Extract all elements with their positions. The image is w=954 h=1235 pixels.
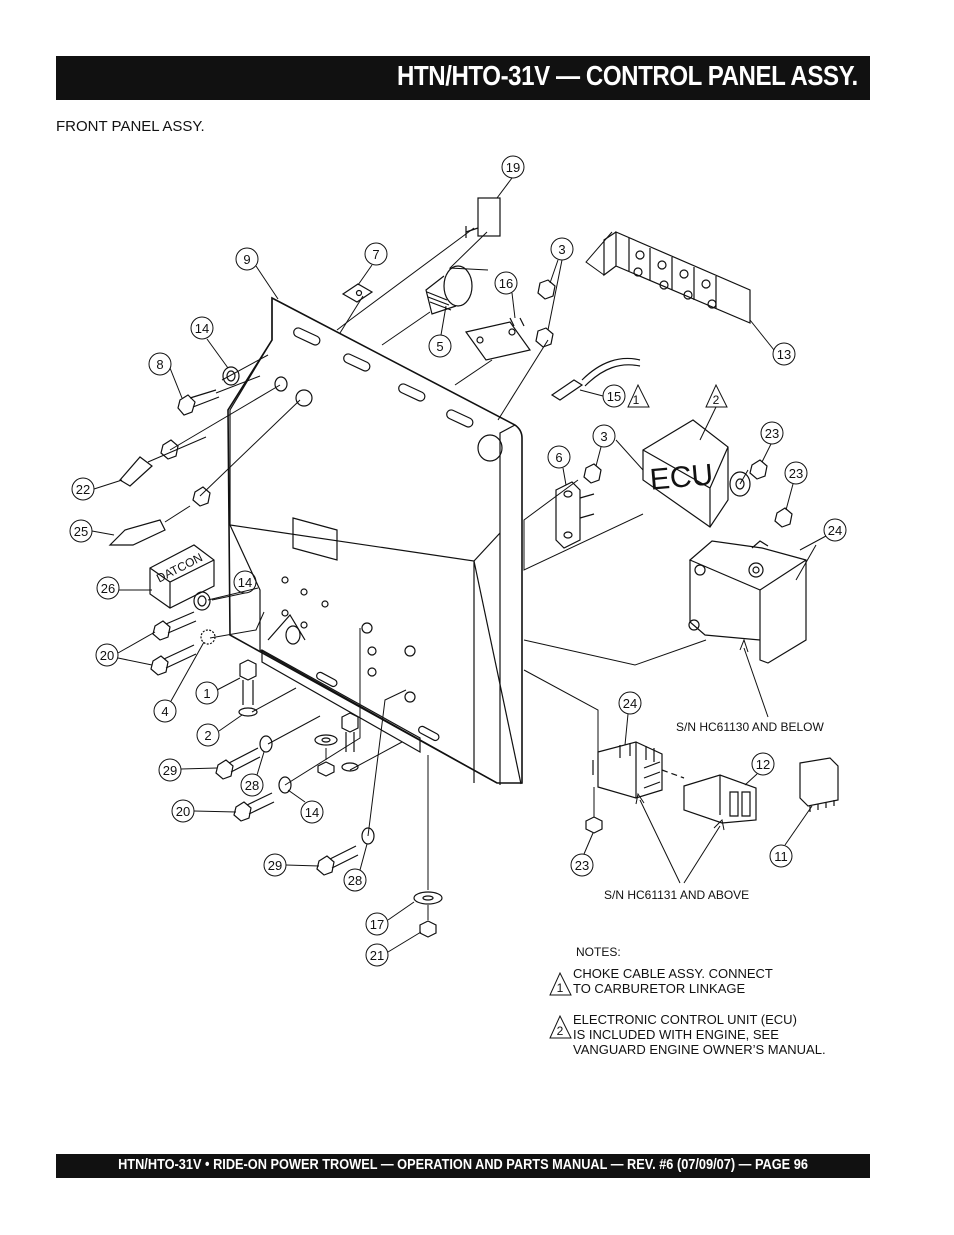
note-1-line-2: TO CARBURETOR LINKAGE xyxy=(573,981,745,996)
callout-25: 25 xyxy=(74,524,88,539)
callout-28-lower: 28 xyxy=(348,873,362,888)
section-subtitle: FRONT PANEL ASSY. xyxy=(56,118,205,135)
callout-16: 16 xyxy=(499,276,513,291)
footer-text: HTN/HTO-31V • RIDE-ON POWER TROWEL — OPE… xyxy=(118,1157,808,1173)
note-1-line-1: CHOKE CABLE ASSY. CONNECT xyxy=(573,966,773,981)
callout-14-mid: 14 xyxy=(238,575,252,590)
callout-13: 13 xyxy=(777,347,791,362)
callout-19: 19 xyxy=(506,160,520,175)
footer-bar: HTN/HTO-31V • RIDE-ON POWER TROWEL — OPE… xyxy=(56,1154,870,1178)
callout-12: 12 xyxy=(756,757,770,772)
callout-1: 1 xyxy=(203,686,210,701)
sn-above-label: S/N HC61131 AND ABOVE xyxy=(604,888,749,902)
callout-15: 15 xyxy=(607,389,621,404)
callout-11: 11 xyxy=(774,849,788,864)
note-2-line-1: ELECTRONIC CONTROL UNIT (ECU) xyxy=(573,1012,797,1027)
callout-14-top: 14 xyxy=(195,321,209,336)
callout-7: 7 xyxy=(372,247,379,262)
serial-labels: S/N HC61130 AND BELOW S/N HC61131 AND AB… xyxy=(604,638,825,902)
callout-22: 22 xyxy=(76,482,90,497)
control-panel xyxy=(227,296,523,785)
callout-3-middle: 3 xyxy=(600,429,607,444)
callout-23-a: 23 xyxy=(765,426,779,441)
callout-3-upper: 3 xyxy=(558,242,565,257)
callout-21: 21 xyxy=(370,948,384,963)
callout-29-upper: 29 xyxy=(163,763,177,778)
callout-23-lower: 23 xyxy=(575,858,589,873)
flag-2-ecu: 2 xyxy=(713,393,720,407)
notes-block: NOTES: 1 CHOKE CABLE ASSY. CONNECT TO CA… xyxy=(549,945,826,1057)
callout-28-upper: 28 xyxy=(245,778,259,793)
callout-6: 6 xyxy=(555,450,562,465)
callouts: 19 9 7 3 16 5 13 14 8 15 3 6 23 23 24 22… xyxy=(69,155,847,967)
callout-4: 4 xyxy=(161,704,168,719)
note-flags: 1 2 xyxy=(627,383,728,441)
note-2-flag: 2 xyxy=(557,1024,564,1038)
ecu-label: ECU xyxy=(649,458,715,496)
callout-20-lower: 20 xyxy=(176,804,190,819)
callout-17: 17 xyxy=(370,917,384,932)
callout-20-upper: 20 xyxy=(100,648,114,663)
callout-23-b: 23 xyxy=(789,466,803,481)
callout-8: 8 xyxy=(156,357,163,372)
leader-lines xyxy=(147,227,817,920)
callout-9: 9 xyxy=(243,252,250,267)
callout-2: 2 xyxy=(204,728,211,743)
callout-24-lower: 24 xyxy=(623,696,637,711)
callout-24-upper: 24 xyxy=(828,523,842,538)
flag-1-choke: 1 xyxy=(633,393,640,407)
note-1-flag: 1 xyxy=(557,981,564,995)
callout-14-low: 14 xyxy=(305,805,319,820)
sn-below-label: S/N HC61130 AND BELOW xyxy=(676,720,825,734)
note-2-line-2: IS INCLUDED WITH ENGINE, SEE xyxy=(573,1027,779,1042)
callout-5: 5 xyxy=(436,339,443,354)
notes-heading: NOTES: xyxy=(576,945,621,959)
page-title: HTN/HTO-31V — CONTROL PANEL ASSY. xyxy=(397,60,858,91)
callout-29-lower: 29 xyxy=(268,858,282,873)
note-2-line-3: VANGUARD ENGINE OWNER’S MANUAL. xyxy=(573,1042,826,1057)
callout-26: 26 xyxy=(101,581,115,596)
title-bar: HTN/HTO-31V — CONTROL PANEL ASSY. xyxy=(56,56,870,100)
